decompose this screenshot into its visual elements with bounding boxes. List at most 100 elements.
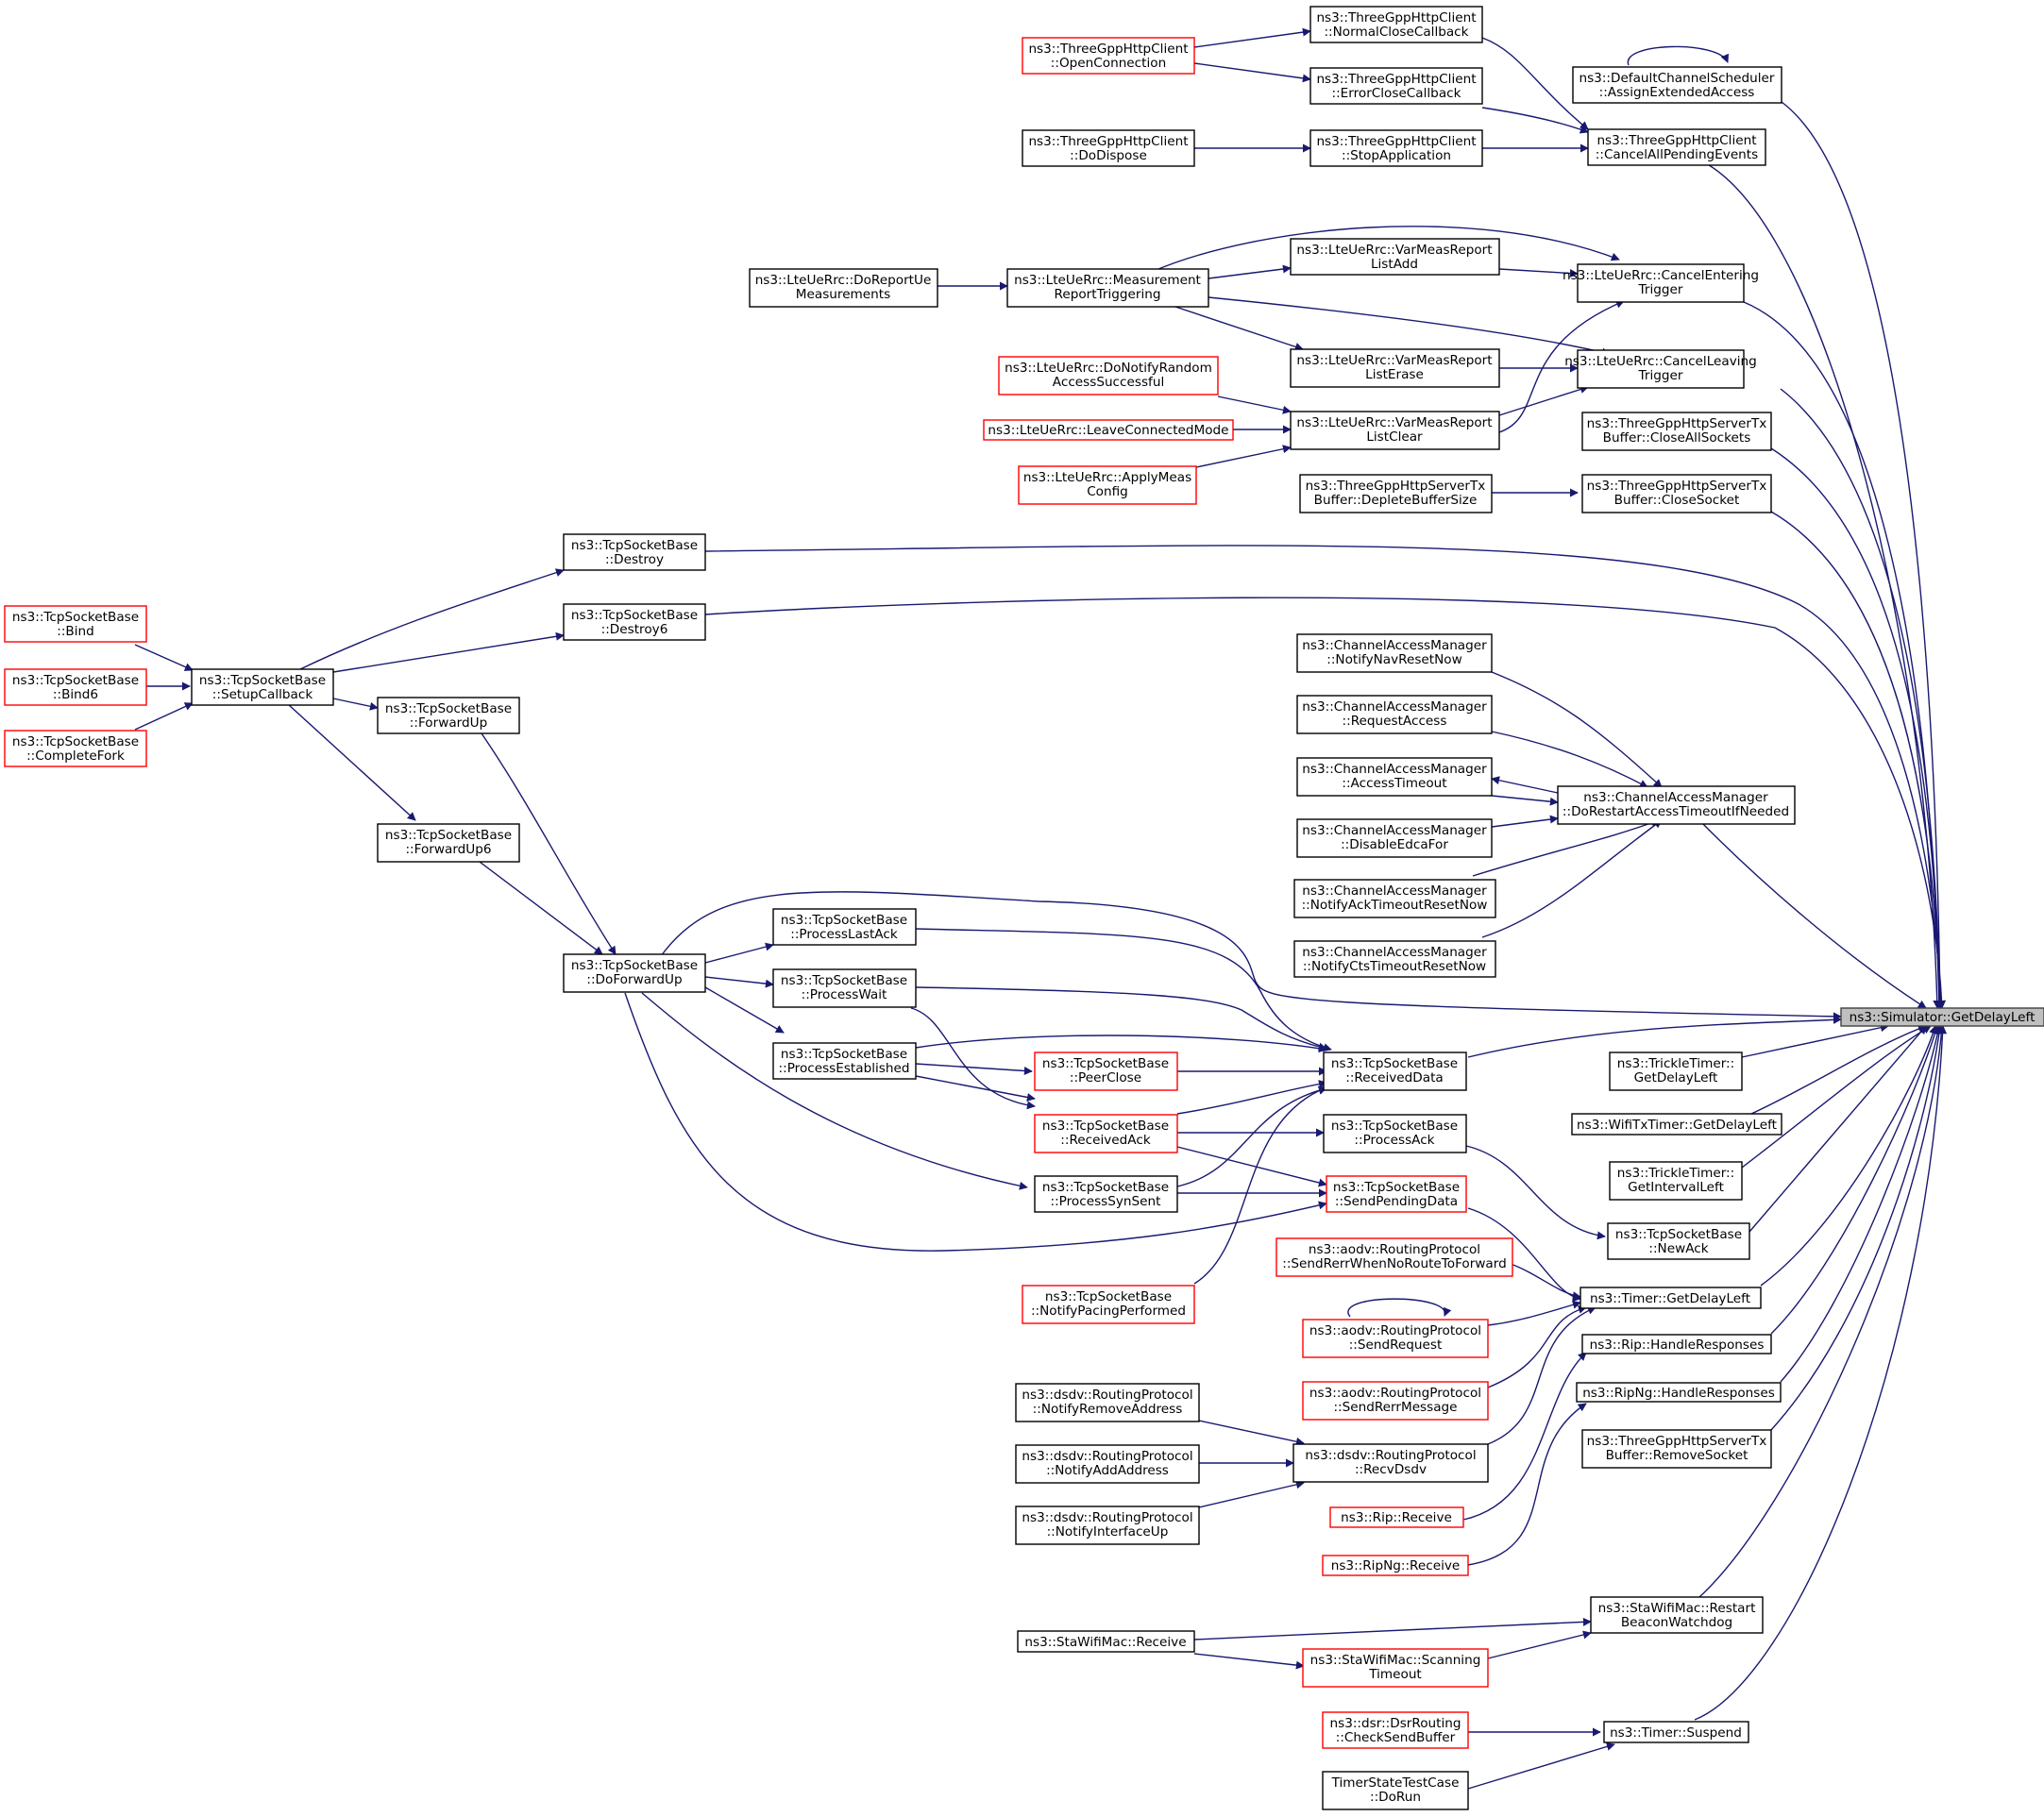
node-riprecv-label-1: ns3::Rip::Receive — [1341, 1510, 1452, 1525]
node-sreq-label-2: ::SendRequest — [1349, 1338, 1443, 1353]
edge-clt-root — [1780, 388, 1945, 1009]
node-ttgdl[interactable]: ns3::TrickleTimer::GetDelayLeft — [1609, 1052, 1743, 1091]
node-dnras[interactable]: ns3::LteUeRrc::DoNotifyRandomAccessSucce… — [998, 356, 1219, 395]
node-destroy6-label-1: ns3::TcpSocketBase — [571, 608, 698, 623]
node-riphr[interactable]: ns3::Rip::HandleResponses — [1581, 1334, 1772, 1354]
node-recvdsdv[interactable]: ns3::dsdv::RoutingProtocol::RecvDsdv — [1292, 1443, 1489, 1483]
node-psyn[interactable]: ns3::TcpSocketBase::ProcessSynSent — [1034, 1175, 1178, 1213]
node-stareceive[interactable]: ns3::StaWifiMac::Receive — [1017, 1630, 1195, 1653]
node-dcs[interactable]: ns3::DefaultChannelScheduler::AssignExte… — [1572, 66, 1782, 104]
node-root-label: ns3::Simulator::GetDelayLeft — [1850, 1010, 2036, 1025]
node-cfork[interactable]: ns3::TcpSocketBase::CompleteFork — [4, 730, 147, 767]
edge-dofwd-spd — [624, 992, 1327, 1252]
node-fwdup[interactable]: ns3::TcpSocketBase::ForwardUp — [377, 697, 520, 734]
node-oconn[interactable]: ns3::ThreeGppHttpClient::OpenConnection — [1022, 37, 1195, 75]
node-sapp[interactable]: ns3::ThreeGppHttpClient::StopApplication — [1309, 129, 1483, 167]
node-ttgil[interactable]: ns3::TrickleTimer::GetIntervalLeft — [1609, 1161, 1743, 1201]
node-rsock[interactable]: ns3::ThreeGppHttpServerTxBuffer::RemoveS… — [1581, 1429, 1772, 1469]
node-drati-label-1: ns3::ChannelAccessManager — [1583, 790, 1768, 805]
node-naa[interactable]: ns3::dsdv::RoutingProtocol::NotifyAddAdd… — [1015, 1444, 1200, 1484]
edge-rack-rdata — [1176, 1079, 1327, 1115]
node-pwait[interactable]: ns3::TcpSocketBase::ProcessWait — [772, 968, 917, 1008]
node-rack[interactable]: ns3::TcpSocketBase::ReceivedAck — [1034, 1114, 1178, 1153]
node-drati[interactable]: ns3::ChannelAccessManager::DoRestartAcce… — [1557, 785, 1796, 825]
node-cas[interactable]: ns3::ThreeGppHttpServerTxBuffer::CloseAl… — [1581, 412, 1772, 451]
edge-plack-rdata — [915, 928, 1332, 1052]
node-acct[interactable]: ns3::ChannelAccessManager::AccessTimeout — [1296, 757, 1493, 797]
node-dodisp[interactable]: ns3::ThreeGppHttpClient::DoDispose — [1022, 129, 1195, 167]
node-pack-label-2: ::ProcessAck — [1354, 1133, 1434, 1148]
node-setupcb-label-2: ::SetupCallback — [212, 687, 313, 702]
node-cape[interactable]: ns3::ThreeGppHttpClient::CancelAllPendin… — [1587, 128, 1766, 166]
node-peerc[interactable]: ns3::TcpSocketBase::PeerClose — [1034, 1052, 1178, 1091]
edge-pwait-rdata — [915, 986, 1327, 1052]
node-ncc[interactable]: ns3::ThreeGppHttpClient::NormalCloseCall… — [1309, 6, 1483, 43]
node-destroy[interactable]: ns3::TcpSocketBase::Destroy — [563, 533, 706, 571]
edge-stareceive-rbw — [1193, 1617, 1592, 1640]
edge-dofwd-psyn — [641, 992, 1028, 1190]
node-csb[interactable]: ns3::dsr::DsrRouting::CheckSendBuffer — [1322, 1711, 1469, 1749]
node-riprecv[interactable]: ns3::Rip::Receive — [1329, 1506, 1464, 1528]
node-tgdl[interactable]: ns3::Timer::GetDelayLeft — [1579, 1287, 1762, 1309]
node-rdata[interactable]: ns3::TcpSocketBase::ReceivedData — [1323, 1052, 1467, 1091]
node-cet-label-1: ns3::LteUeRrc::CancelEntering — [1563, 268, 1759, 283]
node-pest[interactable]: ns3::TcpSocketBase::ProcessEstablished — [772, 1042, 917, 1080]
node-destroy6[interactable]: ns3::TcpSocketBase::Destroy6 — [563, 603, 706, 641]
node-bind[interactable]: ns3::TcpSocketBase::Bind — [4, 605, 147, 643]
node-setupcb[interactable]: ns3::TcpSocketBase::SetupCallback — [191, 668, 334, 706]
node-nra[interactable]: ns3::dsdv::RoutingProtocol::NotifyRemove… — [1015, 1383, 1200, 1422]
node-ncts[interactable]: ns3::ChannelAccessManager::NotifyCtsTime… — [1293, 940, 1496, 978]
node-newack[interactable]: ns3::TcpSocketBase::NewAck — [1607, 1222, 1750, 1260]
node-ripngrecv[interactable]: ns3::RipNg::Receive — [1322, 1555, 1469, 1576]
node-npp[interactable]: ns3::TcpSocketBase::NotifyPacingPerforme… — [1022, 1285, 1195, 1324]
edge-setupcb-fwdup — [332, 698, 379, 711]
node-lcm[interactable]: ns3::LteUeRrc::LeaveConnectedMode — [983, 419, 1234, 441]
node-disedca[interactable]: ns3::ChannelAccessManager::DisableEdcaFo… — [1296, 818, 1493, 858]
node-reqacc[interactable]: ns3::ChannelAccessManager::RequestAccess — [1296, 695, 1493, 734]
node-plack[interactable]: ns3::TcpSocketBase::ProcessLastAck — [772, 908, 917, 946]
node-mrt-label-2: ReportTriggering — [1055, 287, 1161, 302]
node-nnav[interactable]: ns3::ChannelAccessManager::NotifyNavRese… — [1296, 633, 1493, 673]
node-wifigdl[interactable]: ns3::WifiTxTimer::GetDelayLeft — [1571, 1113, 1782, 1136]
edge-vmclear-clt — [1498, 385, 1589, 416]
node-cs-label-1: ns3::ThreeGppHttpServerTx — [1587, 479, 1767, 494]
node-srwnr[interactable]: ns3::aodv::RoutingProtocol::SendRerrWhen… — [1275, 1237, 1513, 1277]
edge-ttgdl-root — [1741, 1023, 1889, 1058]
node-nra-label-2: ::NotifyRemoveAddress — [1033, 1402, 1183, 1417]
edge-pest-rack — [915, 1075, 1036, 1102]
node-sreq[interactable]: ns3::aodv::RoutingProtocol::SendRequest — [1302, 1319, 1489, 1358]
node-srerr[interactable]: ns3::aodv::RoutingProtocol::SendRerrMess… — [1302, 1381, 1489, 1421]
node-ttgil-label-1: ns3::TrickleTimer:: — [1617, 1166, 1734, 1181]
node-riphr-label-1: ns3::Rip::HandleResponses — [1590, 1338, 1765, 1353]
node-nack[interactable]: ns3::ChannelAccessManager::NotifyAckTime… — [1293, 879, 1496, 918]
edge-ttgil-root — [1741, 1025, 1932, 1169]
edge-ecc-cape — [1481, 107, 1589, 134]
node-spd[interactable]: ns3::TcpSocketBase::SendPendingData — [1326, 1175, 1467, 1213]
node-cs[interactable]: ns3::ThreeGppHttpServerTxBuffer::CloseSo… — [1581, 474, 1772, 513]
node-fwdup6[interactable]: ns3::TcpSocketBase::ForwardUp6 — [377, 823, 520, 863]
node-ecc[interactable]: ns3::ThreeGppHttpClient::ErrorCloseCallb… — [1309, 67, 1483, 105]
edge-mrt-cet — [1151, 226, 1620, 273]
node-pack[interactable]: ns3::TcpSocketBase::ProcessAck — [1323, 1114, 1467, 1153]
node-root[interactable]: ns3::Simulator::GetDelayLeft — [1840, 1007, 2044, 1027]
node-ripnghr[interactable]: ns3::RipNg::HandleResponses — [1576, 1382, 1782, 1403]
node-bind6[interactable]: ns3::TcpSocketBase::Bind6 — [4, 668, 147, 706]
node-niu[interactable]: ns3::dsdv::RoutingProtocol::NotifyInterf… — [1015, 1506, 1200, 1545]
node-tstc[interactable]: TimerStateTestCase::DoRun — [1322, 1771, 1469, 1810]
node-mrt-label-1: ns3::LteUeRrc::Measurement — [1014, 273, 1201, 288]
node-dofwd[interactable]: ns3::TcpSocketBase::DoForwardUp — [563, 953, 706, 993]
node-mrt[interactable]: ns3::LteUeRrc::MeasurementReportTriggeri… — [1006, 268, 1209, 308]
node-dbs[interactable]: ns3::ThreeGppHttpServerTxBuffer::Deplete… — [1299, 474, 1493, 513]
node-tsusp[interactable]: ns3::Timer::Suspend — [1603, 1721, 1749, 1743]
node-pack-label-1: ns3::TcpSocketBase — [1331, 1119, 1458, 1134]
node-cas-label-1: ns3::ThreeGppHttpServerTx — [1587, 416, 1767, 431]
